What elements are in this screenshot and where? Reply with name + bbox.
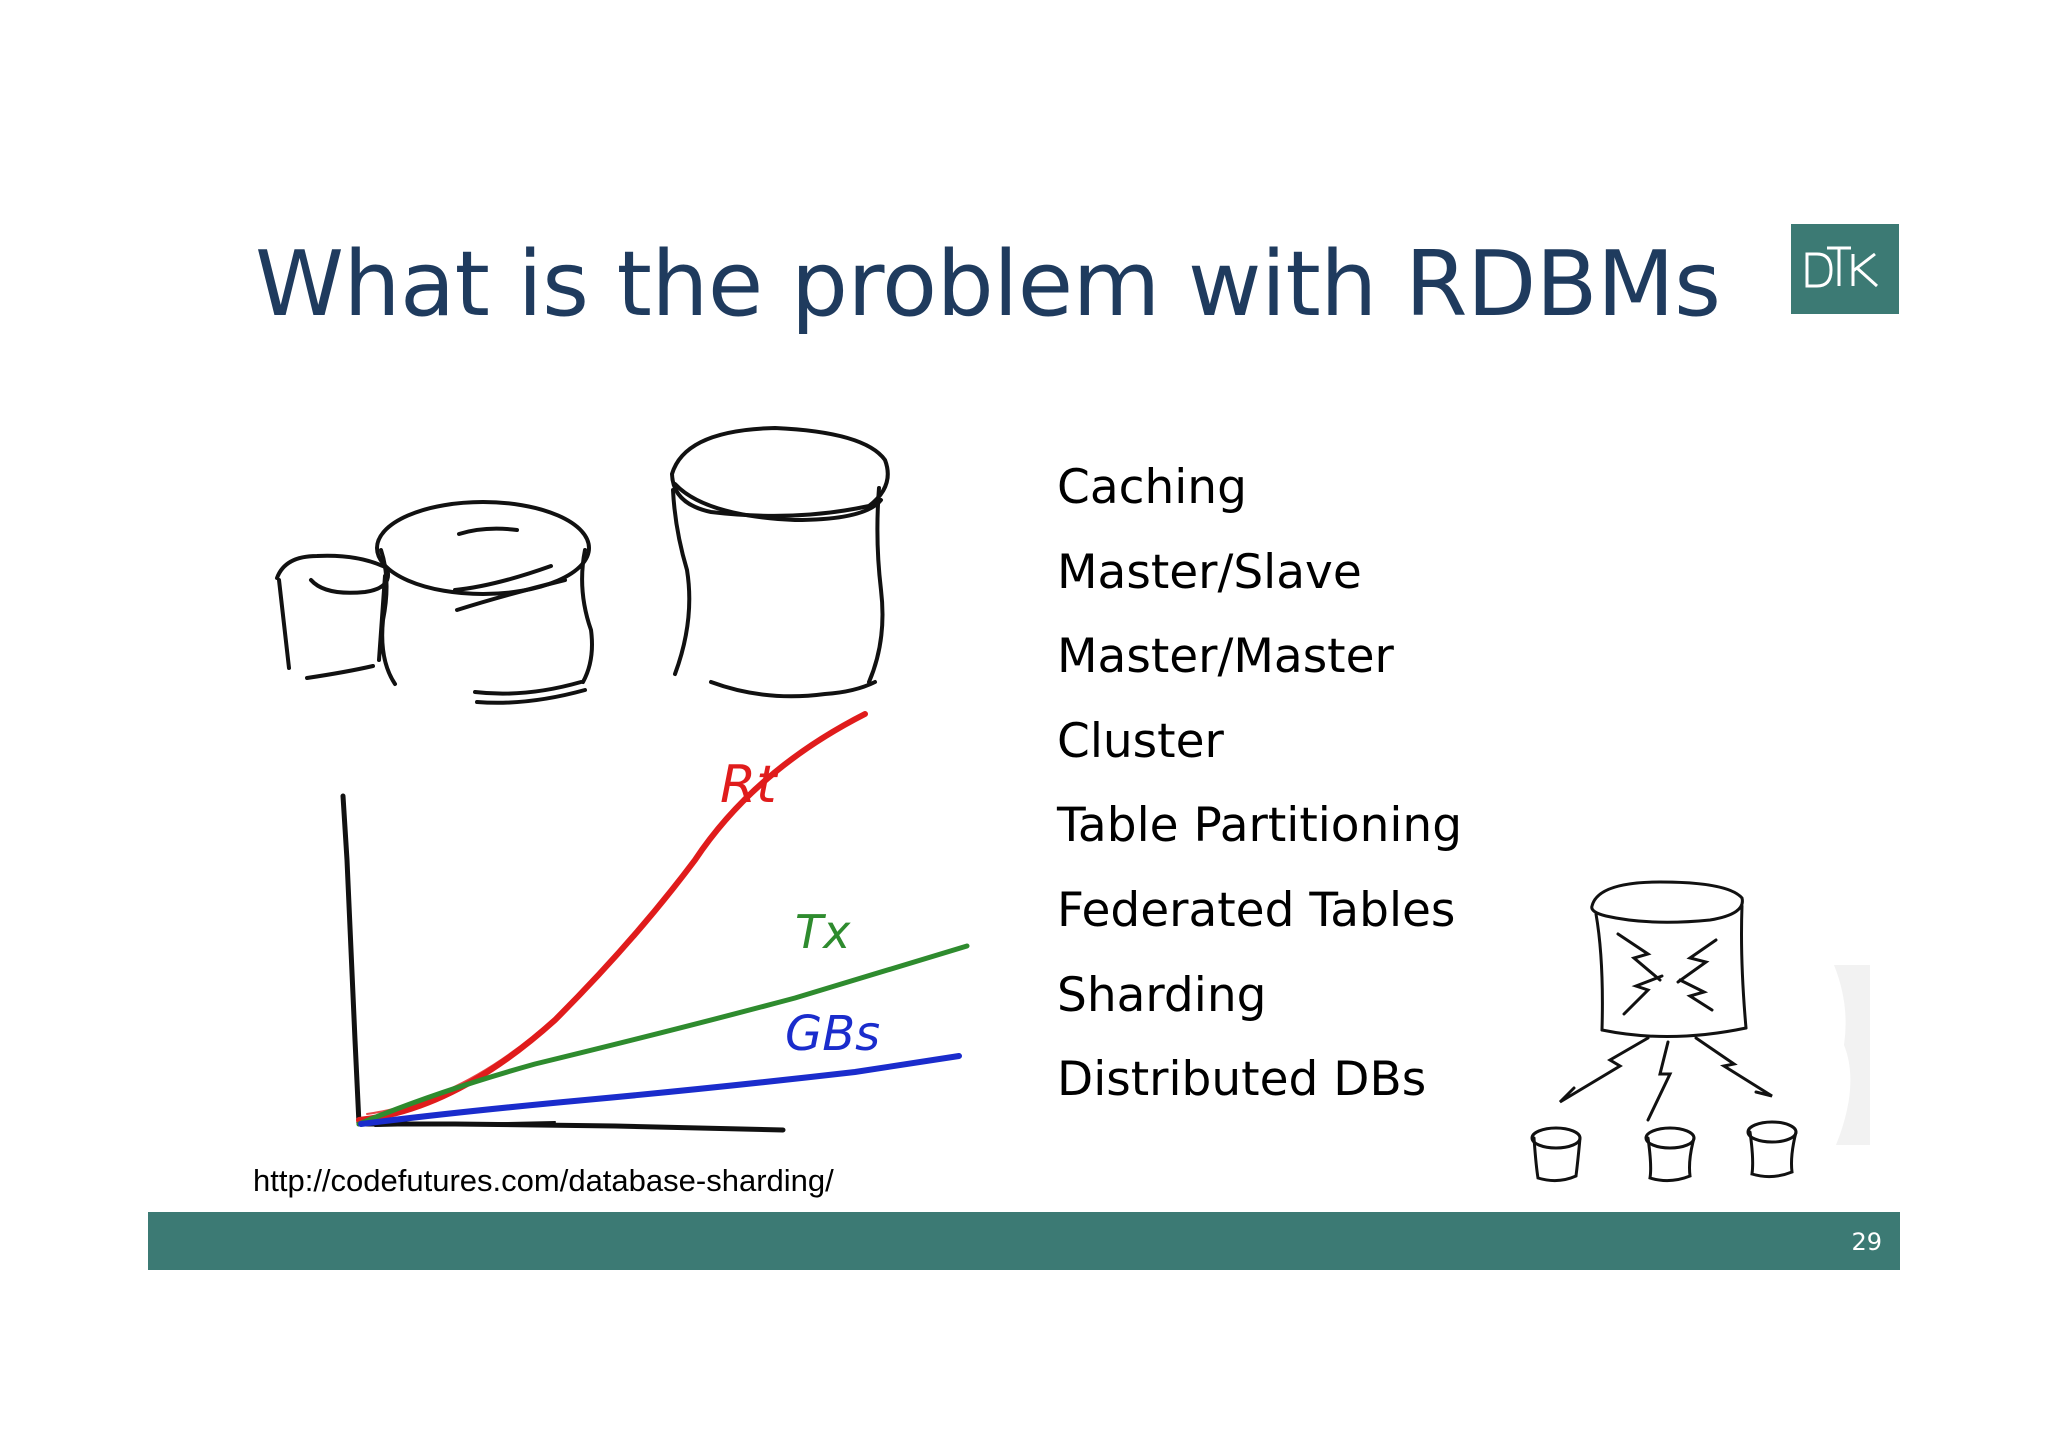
medium-database-icon xyxy=(375,500,594,705)
tx-curve xyxy=(356,943,970,1127)
page-number: 29 xyxy=(1851,1228,1882,1256)
chart-axes xyxy=(340,793,786,1133)
dtk-logo-mark xyxy=(1805,246,1879,288)
torn-edge-decoration xyxy=(1834,965,1870,1145)
shard-database-icon xyxy=(1746,1120,1798,1179)
scaling-sketch: Rt Tx GBs xyxy=(275,425,970,1133)
shard-database-icon xyxy=(1530,1126,1582,1183)
list-item: Federated Tables xyxy=(1057,882,1456,938)
shard-database-icon xyxy=(1644,1126,1696,1183)
list-item: Cluster xyxy=(1057,713,1224,769)
source-link[interactable]: http://codefutures.com/database-sharding… xyxy=(253,1163,834,1198)
small-database-icon xyxy=(275,553,390,680)
dtk-logo xyxy=(1791,224,1899,314)
rt-label: Rt xyxy=(720,755,778,815)
approaches-list: Caching Master/Slave Master/Master Clust… xyxy=(1057,446,1462,1123)
list-item: Master/Master xyxy=(1057,629,1394,685)
gbs-curve xyxy=(358,1053,962,1127)
list-item: Table Partitioning xyxy=(1057,798,1463,854)
slide-title: What is the problem with RDBMs xyxy=(255,232,1721,337)
list-item: Distributed DBs xyxy=(1057,1052,1427,1108)
large-database-icon xyxy=(669,425,890,699)
main-database-icon xyxy=(1590,880,1744,924)
footer-bar: 29 xyxy=(148,1212,1900,1270)
list-item: Sharding xyxy=(1057,967,1267,1023)
list-item: Master/Slave xyxy=(1057,544,1362,600)
list-item: Caching xyxy=(1057,460,1247,515)
tx-label: Tx xyxy=(795,905,851,959)
gbs-label: GBs xyxy=(785,1006,880,1062)
sharding-sketch xyxy=(1530,880,1798,1183)
rt-curve-shadow xyxy=(366,845,706,1115)
